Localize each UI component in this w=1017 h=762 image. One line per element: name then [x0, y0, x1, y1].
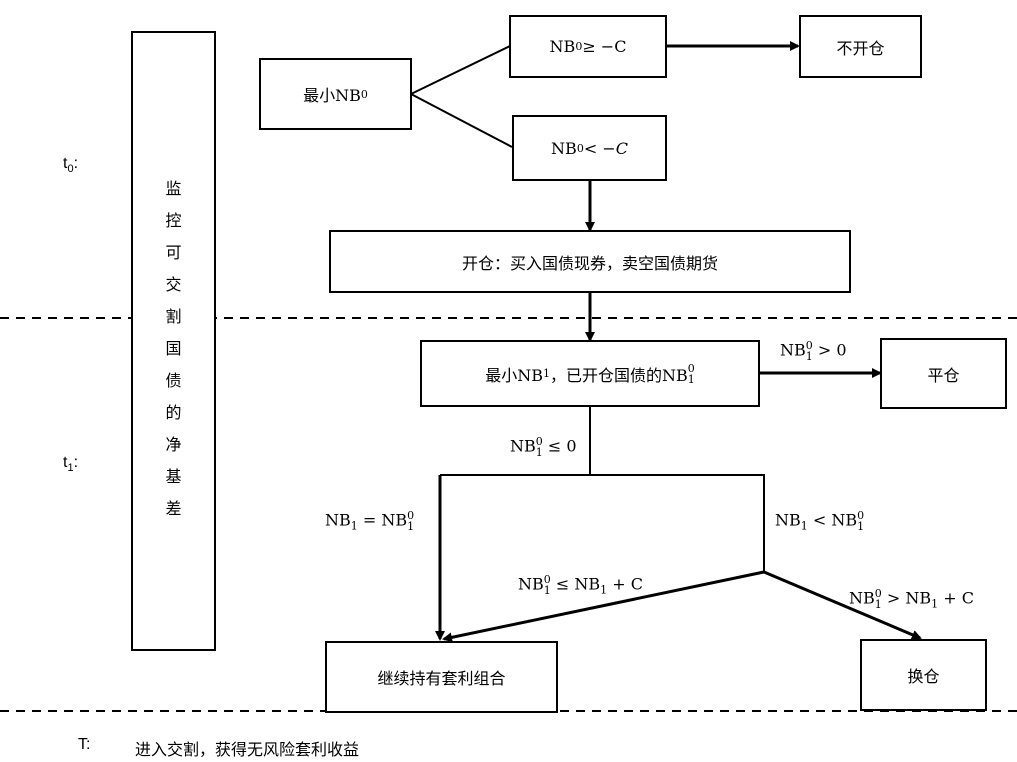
node-hold-portfolio: 继续持有套利组合: [325, 641, 558, 713]
monitor-box: 监控可交割国债的净基差: [131, 31, 216, 651]
edge-min-to-ge: [410, 45, 511, 95]
T-label: T:: [78, 736, 91, 753]
node-switch-position: 换仓: [860, 639, 987, 711]
arrow-lec-to-hold: [442, 570, 765, 643]
t0-label: t0:: [63, 155, 79, 176]
node-close-position: 平仓: [880, 338, 1007, 409]
edge-min-to-lt: [410, 93, 513, 148]
node-open-position: 开仓：买入国债现券，卖空国债期货: [329, 230, 851, 293]
arrow-gtc-to-switch: [763, 570, 922, 640]
monitor-text: 监控可交割国债的净基差: [165, 179, 182, 518]
edge-split: [440, 474, 765, 572]
footer-delivery-text: 进入交割，获得无风险套利收益: [135, 740, 360, 759]
t1-label: t1:: [63, 454, 79, 475]
node-no-open: 不开仓: [799, 15, 922, 78]
